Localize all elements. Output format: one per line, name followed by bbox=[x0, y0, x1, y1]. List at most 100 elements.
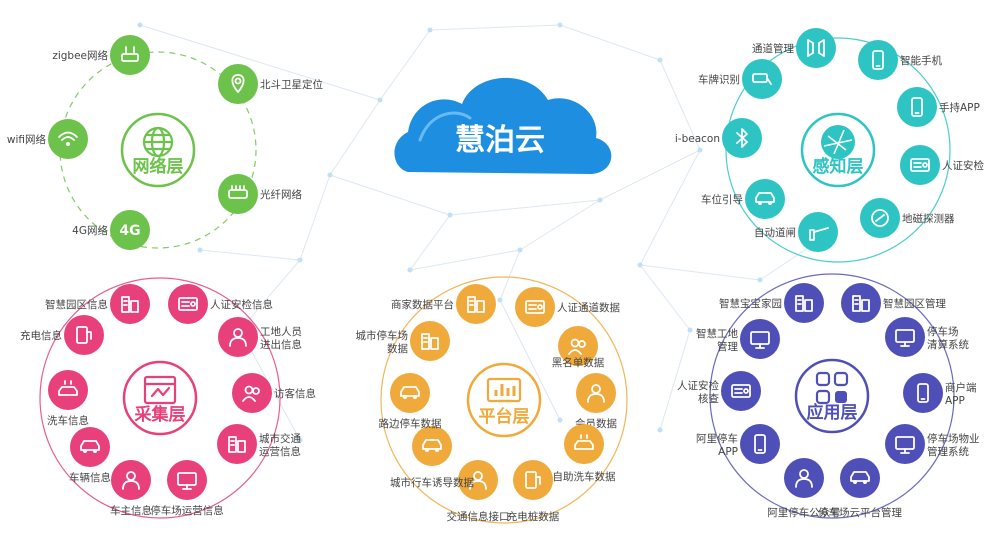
collection-node: 充电信息 bbox=[20, 315, 104, 355]
collection-node: 人证安检信息 bbox=[168, 284, 273, 324]
perception-node: 智能手机 bbox=[858, 40, 942, 80]
network-line bbox=[329, 99, 381, 176]
network-line bbox=[409, 249, 521, 271]
monitor-chart-icon bbox=[177, 472, 197, 490]
platform-node-label: 城市停车场数据 bbox=[356, 329, 409, 355]
network-node: zigbee网络 bbox=[52, 35, 150, 75]
collection-node: 洗车信息 bbox=[47, 370, 89, 427]
platform-node: 充电桩数据 bbox=[507, 460, 560, 523]
bluetooth-icon bbox=[736, 128, 748, 148]
platform-node-label: 路边停车数据 bbox=[379, 417, 442, 430]
network-line bbox=[519, 199, 601, 251]
collection-node: 车主信息 bbox=[110, 460, 152, 517]
network-line bbox=[299, 174, 331, 261]
smartphone-icon bbox=[917, 383, 929, 403]
collection-node-label: 智慧园区信息 bbox=[45, 298, 108, 311]
perception-layer: 感知层通道管理智能手机手持APP人证安检地磁探测器自动道闸车位引导i-beaco… bbox=[675, 28, 984, 263]
collection-node-circle bbox=[168, 284, 208, 324]
worker-icon bbox=[229, 328, 247, 347]
monitor-icon bbox=[895, 329, 915, 347]
perception-node-label: 人证安检 bbox=[942, 159, 984, 172]
platform-node-circle bbox=[390, 373, 430, 413]
network-node-label: zigbee网络 bbox=[52, 49, 108, 62]
network-dot bbox=[447, 212, 453, 218]
network-dot bbox=[377, 97, 383, 103]
building-icon bbox=[121, 296, 139, 313]
platform-node-circle bbox=[410, 321, 450, 361]
platform-node-label: 人证通道数据 bbox=[557, 301, 620, 314]
barrier-gate-icon bbox=[809, 227, 829, 241]
platform-node-circle bbox=[412, 426, 452, 466]
application-node-circle bbox=[740, 424, 780, 464]
network-dot bbox=[517, 247, 523, 253]
network-line bbox=[559, 24, 661, 61]
application-center-icon bbox=[815, 371, 849, 405]
collection-node-label: 访客信息 bbox=[274, 387, 316, 400]
collection-node: 城市交通运营信息 bbox=[217, 424, 301, 464]
perception-center-icon bbox=[821, 125, 855, 159]
network-dot bbox=[297, 437, 303, 443]
network-node-label: 北斗卫星定位 bbox=[260, 78, 323, 91]
office-icon bbox=[852, 295, 870, 312]
network-dot bbox=[327, 172, 333, 178]
perception-node-label: 智能手机 bbox=[900, 54, 942, 67]
network-line bbox=[409, 214, 451, 271]
platform-node-circle bbox=[513, 460, 553, 500]
application-node-label: 智慧宝宝家园 bbox=[719, 297, 782, 310]
collection-center-icon bbox=[143, 375, 177, 405]
city-icon bbox=[228, 436, 246, 453]
network-dot bbox=[137, 22, 143, 28]
application-node-label: 停车场物业管理系统 bbox=[927, 432, 980, 458]
perception-node-circle bbox=[900, 145, 940, 185]
platform-node-label: 交通信息接口 bbox=[447, 510, 510, 523]
blacklist-icon bbox=[568, 338, 586, 355]
collection-node-label: 车主信息 bbox=[110, 504, 152, 517]
network-node-circle bbox=[110, 35, 150, 75]
platform-node: 交通信息接口 bbox=[447, 460, 510, 523]
platform-orbit-ring bbox=[380, 276, 628, 524]
collection-node: 停车场运营信息 bbox=[150, 460, 224, 517]
platform-node: 自助洗车数据 bbox=[553, 424, 616, 483]
cloud-highlight bbox=[418, 111, 472, 142]
platform-node-label: 商家数据平台 bbox=[391, 298, 454, 311]
network-node-label: 4G网络 bbox=[72, 224, 108, 237]
network-dot bbox=[297, 257, 303, 263]
perception-node: i-beacon bbox=[675, 118, 762, 158]
network-line bbox=[659, 329, 691, 431]
perception-node: 车位引导 bbox=[701, 179, 785, 219]
collection-node: 智慧园区信息 bbox=[45, 284, 150, 324]
platform-node-label: 黑名单数据 bbox=[552, 356, 605, 369]
application-node-label: 阿里停车公众号 bbox=[767, 506, 841, 519]
perception-center: 感知层 bbox=[800, 112, 876, 188]
application-node: 智慧园区管理 bbox=[841, 283, 946, 323]
roadside-car-icon bbox=[400, 386, 420, 399]
collection-node-circle bbox=[110, 284, 150, 324]
network-line bbox=[379, 29, 431, 101]
platform-node-label: 充电桩数据 bbox=[507, 510, 560, 523]
application-orbit-ring bbox=[709, 273, 955, 519]
collection-node-circle bbox=[217, 424, 257, 464]
cloud-shape bbox=[394, 77, 612, 174]
network-node: 光纤网络 bbox=[218, 174, 302, 214]
network-orbit-ring bbox=[59, 51, 257, 249]
application-node-label: 智慧园区管理 bbox=[883, 297, 946, 310]
network-dot bbox=[197, 247, 203, 253]
fiber-switch-icon bbox=[228, 185, 248, 199]
platform-node: 人证通道数据 bbox=[515, 287, 620, 327]
perception-node: 手持APP bbox=[897, 87, 980, 127]
perception-node: 通道管理 bbox=[752, 28, 836, 68]
network-line bbox=[329, 174, 451, 216]
map-pin-icon bbox=[231, 74, 245, 93]
perception-node-label: 通道管理 bbox=[752, 42, 794, 55]
network-center-icon bbox=[142, 126, 174, 158]
id-card-icon bbox=[525, 300, 545, 314]
platform-node-label: 自助洗车数据 bbox=[553, 470, 616, 483]
platform-node-circle bbox=[515, 287, 555, 327]
application-node-label: 停车场云平台管理 bbox=[818, 506, 902, 519]
visitors-icon bbox=[242, 385, 260, 402]
platform-node: 黑名单数据 bbox=[552, 326, 605, 369]
